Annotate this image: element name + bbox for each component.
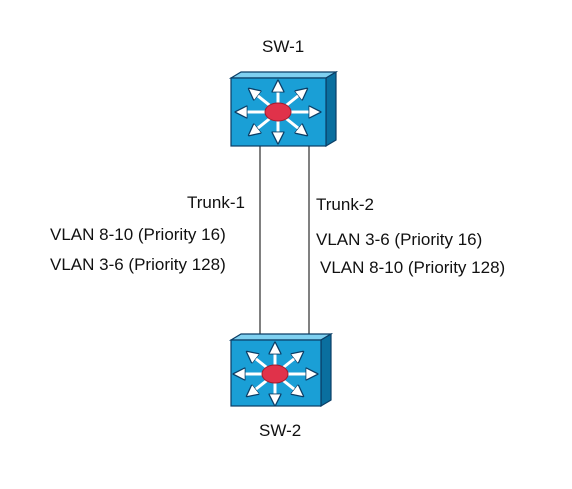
- trunk-1-vlan-line-2: VLAN 3-6 (Priority 128): [50, 255, 226, 274]
- sw2-label: SW-2: [259, 421, 302, 440]
- sw1-multilayer-switch-icon[interactable]: [228, 70, 339, 148]
- trunk-2-vlan-line-1: VLAN 3-6 (Priority 16): [316, 230, 483, 249]
- trunk-1-label: Trunk-1: [187, 193, 245, 212]
- sw2-multilayer-switch-icon[interactable]: [228, 332, 334, 408]
- trunk-2-vlan-line-2: VLAN 8-10 (Priority 128): [320, 258, 506, 277]
- sw1-label: SW-1: [262, 37, 305, 56]
- trunk-1-vlan-line-1: VLAN 8-10 (Priority 16): [50, 225, 226, 244]
- trunk-2-label: Trunk-2: [316, 195, 374, 214]
